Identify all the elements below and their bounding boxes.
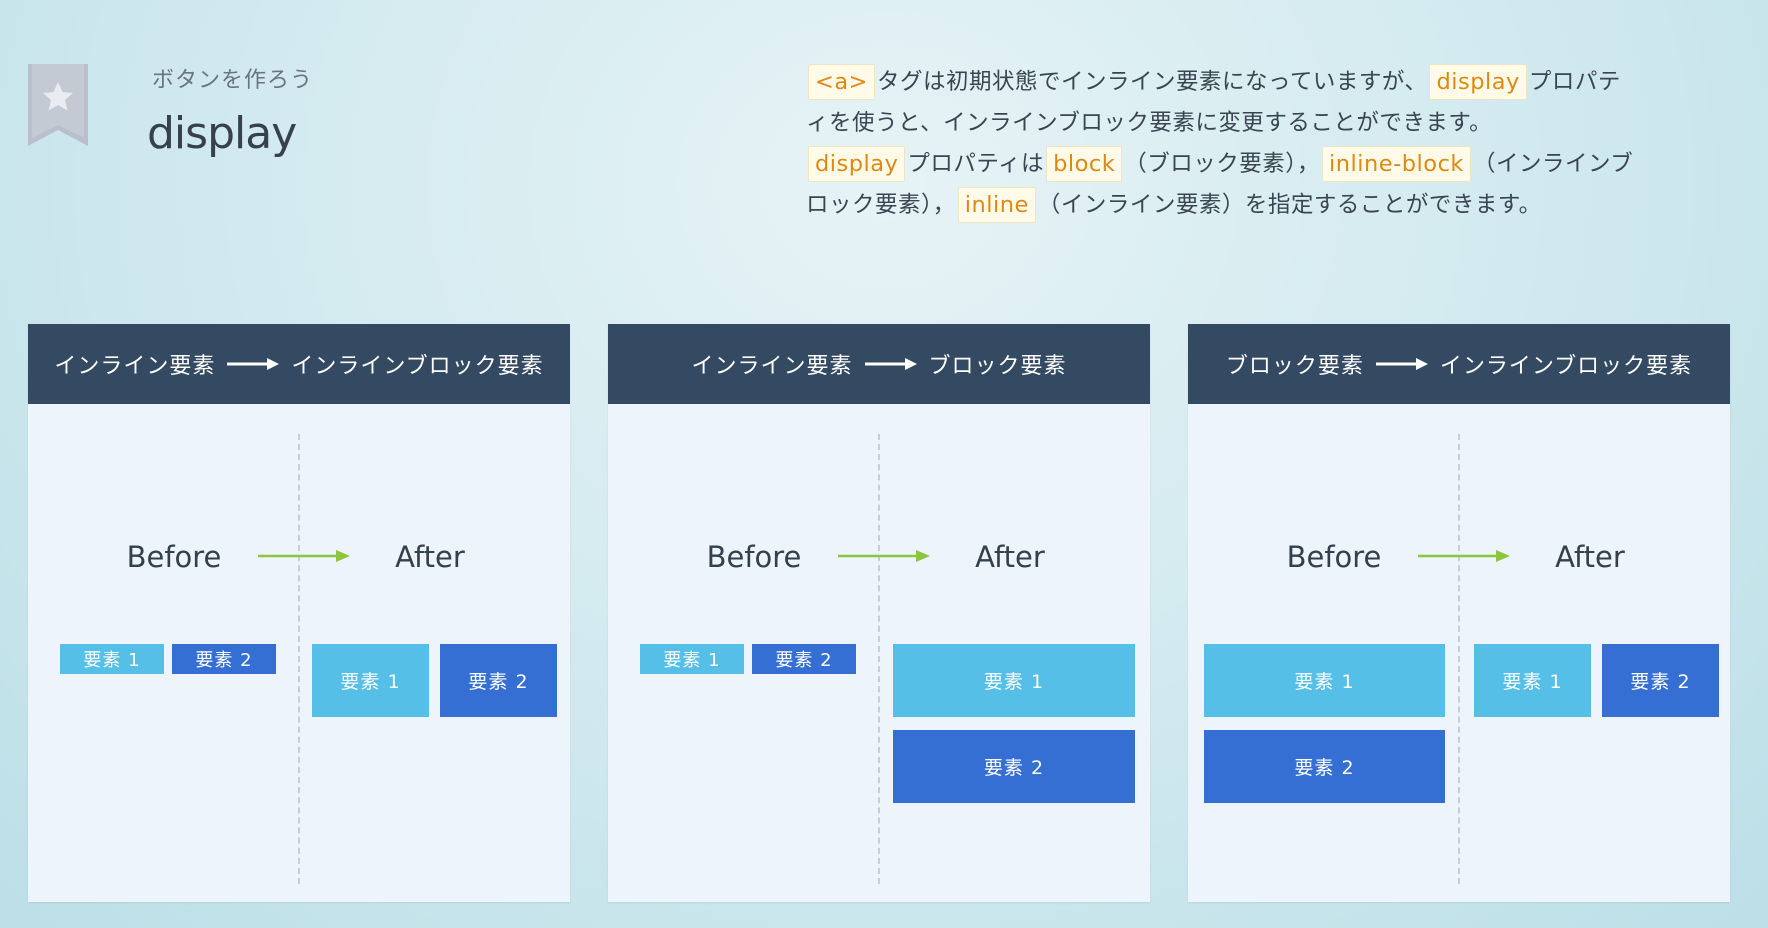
before-label: Before bbox=[1286, 540, 1382, 574]
page-title: display bbox=[147, 108, 297, 159]
before-element-1: 要素 1 bbox=[640, 644, 744, 674]
code-display: display bbox=[1429, 64, 1527, 100]
lesson-subtitle: ボタンを作ろう bbox=[152, 68, 314, 93]
before-element-2: 要素 2 bbox=[752, 644, 856, 674]
code-tag-a: <a> bbox=[808, 64, 875, 100]
panel-header-to: ブロック要素 bbox=[928, 354, 1067, 379]
after-element-1: 要素 1 bbox=[312, 644, 429, 717]
panel-header-from: インライン要素 bbox=[691, 354, 853, 379]
description-fragment: プロパテ bbox=[1528, 69, 1621, 95]
divider bbox=[878, 434, 880, 884]
before-element-1: 要素 1 bbox=[60, 644, 164, 674]
white-arrow-icon bbox=[864, 358, 917, 370]
white-arrow-icon bbox=[1375, 358, 1428, 370]
before-element-2: 要素 2 bbox=[172, 644, 276, 674]
code-display: display bbox=[808, 146, 906, 182]
white-arrow-icon bbox=[227, 358, 280, 370]
description-line-2: ィを使うと、インラインブロック要素に変更することができます。 bbox=[806, 103, 1706, 144]
description-fragment: （インラインブ bbox=[1472, 151, 1634, 177]
code-inline: inline bbox=[957, 187, 1036, 223]
green-arrow-icon bbox=[258, 550, 350, 562]
description-fragment: （ブロック要素）， bbox=[1124, 151, 1321, 177]
after-label: After bbox=[975, 540, 1045, 574]
star-bookmark-icon bbox=[28, 64, 88, 146]
panel-header-to: インラインブロック要素 bbox=[291, 354, 544, 379]
before-label: Before bbox=[706, 540, 802, 574]
code-block: block bbox=[1046, 146, 1123, 182]
panel-header: インライン要素 ブロック要素 bbox=[608, 324, 1150, 404]
green-arrow-icon bbox=[838, 550, 930, 562]
panel-header-from: ブロック要素 bbox=[1225, 354, 1364, 379]
description-fragment: プロパティは bbox=[907, 151, 1045, 177]
green-arrow-icon bbox=[1418, 550, 1510, 562]
before-label: Before bbox=[126, 540, 222, 574]
after-label: After bbox=[395, 540, 465, 574]
description-fragment: （インライン要素）を指定することができます。 bbox=[1037, 192, 1542, 218]
panel-inline-to-block: インライン要素 ブロック要素 Before After 要素 1 要素 2 要素… bbox=[608, 324, 1150, 902]
after-label: After bbox=[1555, 540, 1625, 574]
before-element-1: 要素 1 bbox=[1204, 644, 1445, 717]
panel-header-from: インライン要素 bbox=[54, 354, 216, 379]
before-element-2: 要素 2 bbox=[1204, 730, 1445, 803]
description-line-4: ロック要素），inline（インライン要素）を指定することができます。 bbox=[806, 185, 1706, 226]
divider bbox=[298, 434, 300, 884]
panel-block-to-inline-block: ブロック要素 インラインブロック要素 Before After 要素 1 要素 … bbox=[1188, 324, 1730, 902]
after-element-1: 要素 1 bbox=[1474, 644, 1591, 717]
description-fragment: タグは初期状態でインライン要素になっていますが、 bbox=[877, 69, 1428, 95]
panel-header: ブロック要素 インラインブロック要素 bbox=[1188, 324, 1730, 404]
description-fragment: ロック要素）， bbox=[806, 192, 956, 218]
divider bbox=[1458, 434, 1460, 884]
panel-header: インライン要素 インラインブロック要素 bbox=[28, 324, 570, 404]
code-inline-block: inline-block bbox=[1322, 146, 1471, 182]
after-element-2: 要素 2 bbox=[440, 644, 557, 717]
after-element-2: 要素 2 bbox=[893, 730, 1135, 803]
panel-inline-to-inline-block: インライン要素 インラインブロック要素 Before After 要素 1 要素… bbox=[28, 324, 570, 902]
panel-header-to: インラインブロック要素 bbox=[1439, 354, 1693, 379]
after-element-1: 要素 1 bbox=[893, 644, 1135, 717]
description-fragment: ィを使うと、インラインブロック要素に変更することができます。 bbox=[806, 110, 1493, 136]
after-element-2: 要素 2 bbox=[1602, 644, 1719, 717]
